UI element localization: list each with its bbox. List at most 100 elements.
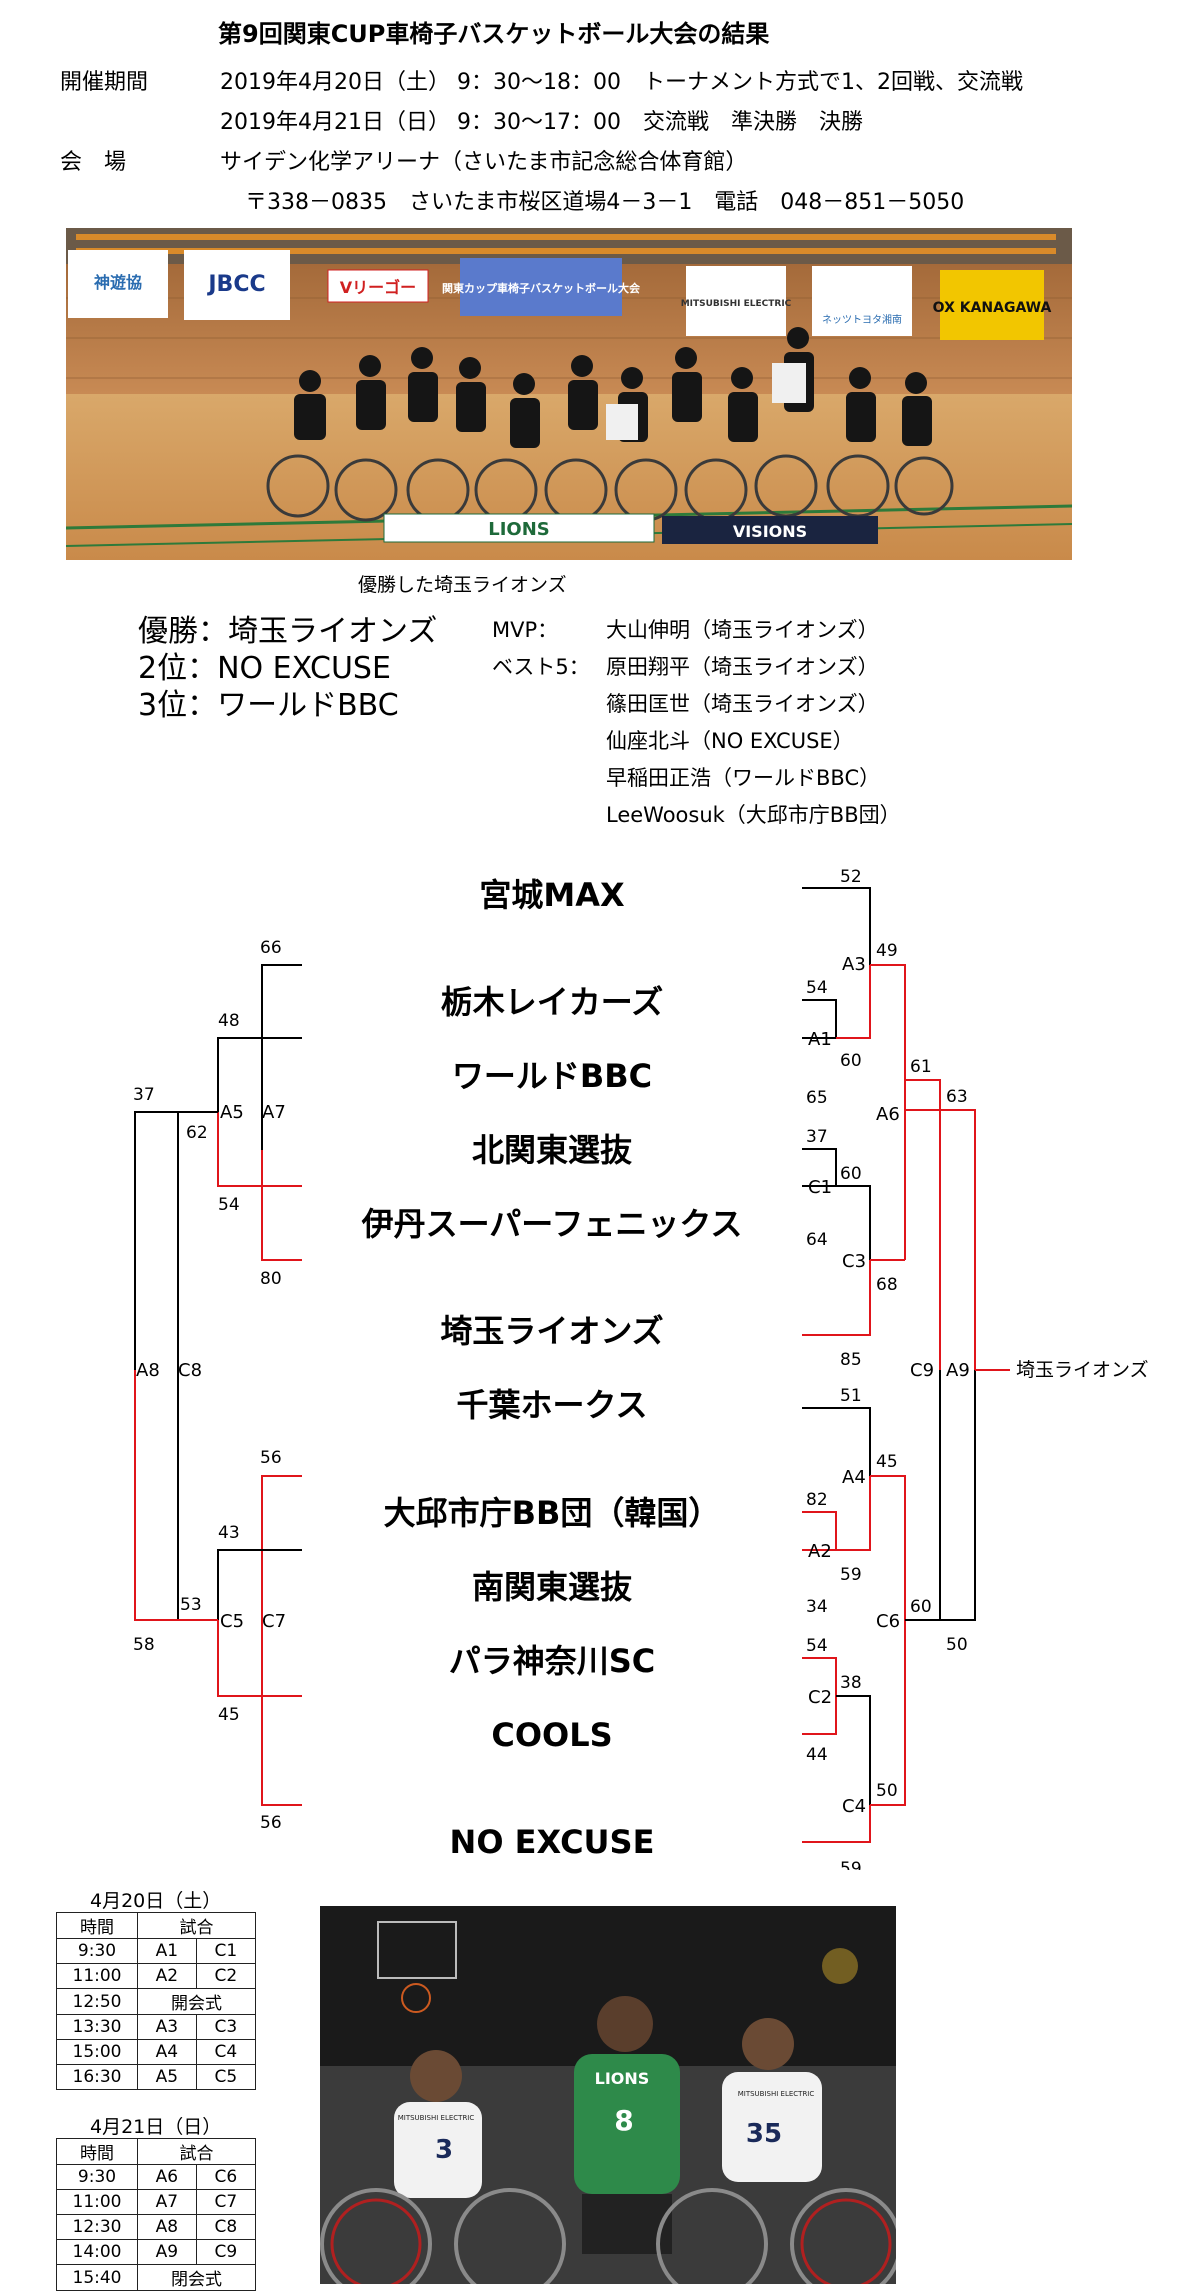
score-right-85: 85 [840, 1350, 862, 1370]
schedule-match: A7 [137, 2189, 197, 2215]
match-label-a4: A4 [842, 1467, 866, 1488]
line-right-c1-c3 [836, 1185, 871, 1260]
line-left-minami-c5 [217, 1549, 302, 1620]
schedule-event: 閉会式 [137, 2264, 256, 2291]
schedule-match: A6 [137, 2164, 197, 2190]
floor-banner-1: LIONS [488, 519, 550, 540]
team-chiba-hawks: 千葉ホークス [456, 1386, 647, 1424]
period-day1: 2019年4月20日（土） 9：30～18：00 トーナメント方式で1、2回戦、… [220, 70, 1023, 95]
score-left-45: 45 [218, 1705, 240, 1725]
action-photo: 3 MITSUBISHI ELECTRIC LIONS 8 MITSUBISHI… [320, 1906, 896, 2284]
schedule-time: 12:50 [56, 1988, 138, 2015]
team-tochigi-lakers: 栃木レイカーズ [441, 983, 663, 1021]
score-right-38: 38 [840, 1673, 862, 1693]
score-left-54: 54 [218, 1195, 240, 1215]
score-right-60c: 60 [910, 1597, 932, 1617]
score-left-56b: 56 [260, 1813, 282, 1833]
schedule-time: 16:30 [56, 2064, 138, 2090]
banner-5: MITSUBISHI ELECTRIC [681, 299, 792, 309]
line-right-miyagi-a3 [802, 887, 871, 965]
action-photo-image: 3 MITSUBISHI ELECTRIC LIONS 8 MITSUBISHI… [320, 1906, 896, 2284]
schedule-match: C4 [195, 2039, 257, 2065]
line-right-a2-a4 [836, 1476, 871, 1551]
match-label-a6: A6 [876, 1104, 900, 1125]
score-left-66: 66 [260, 938, 282, 958]
banner-6: ネッツトヨタ湘南 [822, 313, 902, 326]
jersey-number-2: 8 [614, 2104, 633, 2137]
line-right-noexcuse-c4 [802, 1805, 871, 1843]
table-row: 時間 試合 [56, 2138, 256, 2165]
score-right-37: 37 [806, 1127, 828, 1147]
schedule-match: C6 [195, 2164, 257, 2190]
match-label-c8: C8 [178, 1360, 202, 1381]
best5-label: ベスト5： [492, 655, 590, 679]
line-right-kita-c1 [802, 1148, 837, 1187]
schedule-header-match: 試合 [137, 1912, 256, 1939]
line-right-a4-c6 [870, 1475, 906, 1620]
team-world-bbc: ワールドBBC [452, 1057, 652, 1095]
line-left-c7-noexcuse [261, 1615, 302, 1806]
banner-2: JBCC [206, 272, 265, 297]
match-label-c9: C9 [910, 1360, 934, 1381]
schedule-time: 15:40 [56, 2264, 138, 2291]
line-right-c6-c9 [905, 1370, 941, 1621]
schedule-event: 開会式 [137, 1988, 256, 2015]
schedule-match: C8 [195, 2214, 257, 2240]
schedule-time: 13:30 [56, 2014, 138, 2040]
result-second: 2位：NO EXCUSE [138, 651, 391, 686]
page-title: 第9回関東CUP車椅子バスケットボール大会の結果 [218, 20, 770, 48]
jersey-text-3: MITSUBISHI ELECTRIC [738, 2090, 815, 2098]
match-label-a5: A5 [220, 1102, 244, 1123]
line-right-daegu-a2 [802, 1511, 837, 1551]
schedule-match: A9 [137, 2239, 197, 2265]
score-right-68: 68 [876, 1275, 898, 1295]
line-right-c4-c6 [870, 1620, 906, 1806]
match-label-c4: C4 [842, 1796, 866, 1817]
score-right-51: 51 [840, 1386, 862, 1406]
banner-4: 関東カップ車椅子バスケットボール大会 [442, 281, 641, 295]
period-label: 開催期間 [60, 70, 149, 95]
schedule-match: A1 [137, 1938, 197, 1964]
schedule-header-time: 時間 [56, 2138, 138, 2165]
result-third: 3位：ワールドBBC [138, 688, 399, 723]
schedule-time: 9:30 [56, 2164, 138, 2190]
score-right-49: 49 [876, 941, 898, 961]
score-right-61: 61 [910, 1057, 932, 1077]
schedule-match: C7 [195, 2189, 257, 2215]
best5-player-1: 原田翔平（埼玉ライオンズ） [606, 655, 879, 679]
schedule-time: 11:00 [56, 2189, 138, 2215]
match-label-a2: A2 [808, 1541, 832, 1562]
table-row: 時間 試合 [56, 1912, 256, 1939]
banner-7: OX KANAGAWA [933, 300, 1052, 316]
jersey-text-1: MITSUBISHI ELECTRIC [398, 2114, 475, 2122]
line-right-saitama-c3 [802, 1260, 871, 1336]
banner-1: 神遊協 [94, 273, 142, 292]
schedule-day1-date: 4月20日（土） [90, 1890, 222, 1912]
score-left-58: 58 [133, 1635, 155, 1655]
line-right-a6-c9 [905, 1079, 941, 1370]
match-label-a8: A8 [136, 1360, 160, 1381]
schedule-match: A3 [137, 2014, 197, 2040]
score-right-52: 52 [840, 867, 862, 887]
score-left-48: 48 [218, 1011, 240, 1031]
line-left-a5-c8 [177, 1111, 218, 1575]
score-left-43: 43 [218, 1523, 240, 1543]
schedule-time: 14:00 [56, 2239, 138, 2265]
score-left-56a: 56 [260, 1448, 282, 1468]
team-photo-caption: 優勝した埼玉ライオンズ [358, 574, 567, 596]
score-right-50a: 50 [946, 1635, 968, 1655]
schedule-match: A8 [137, 2214, 197, 2240]
line-right-a3-a6 [870, 964, 906, 1260]
team-photo-image: 神遊協 JBCC Vリーゴー 関東カップ車椅子バスケットボール大会 MITSUB… [66, 228, 1072, 560]
team-miyagi-max: 宮城MAX [479, 876, 625, 914]
line-left-a7-saitama [261, 1150, 302, 1261]
team-no-excuse: NO EXCUSE [450, 1823, 655, 1861]
